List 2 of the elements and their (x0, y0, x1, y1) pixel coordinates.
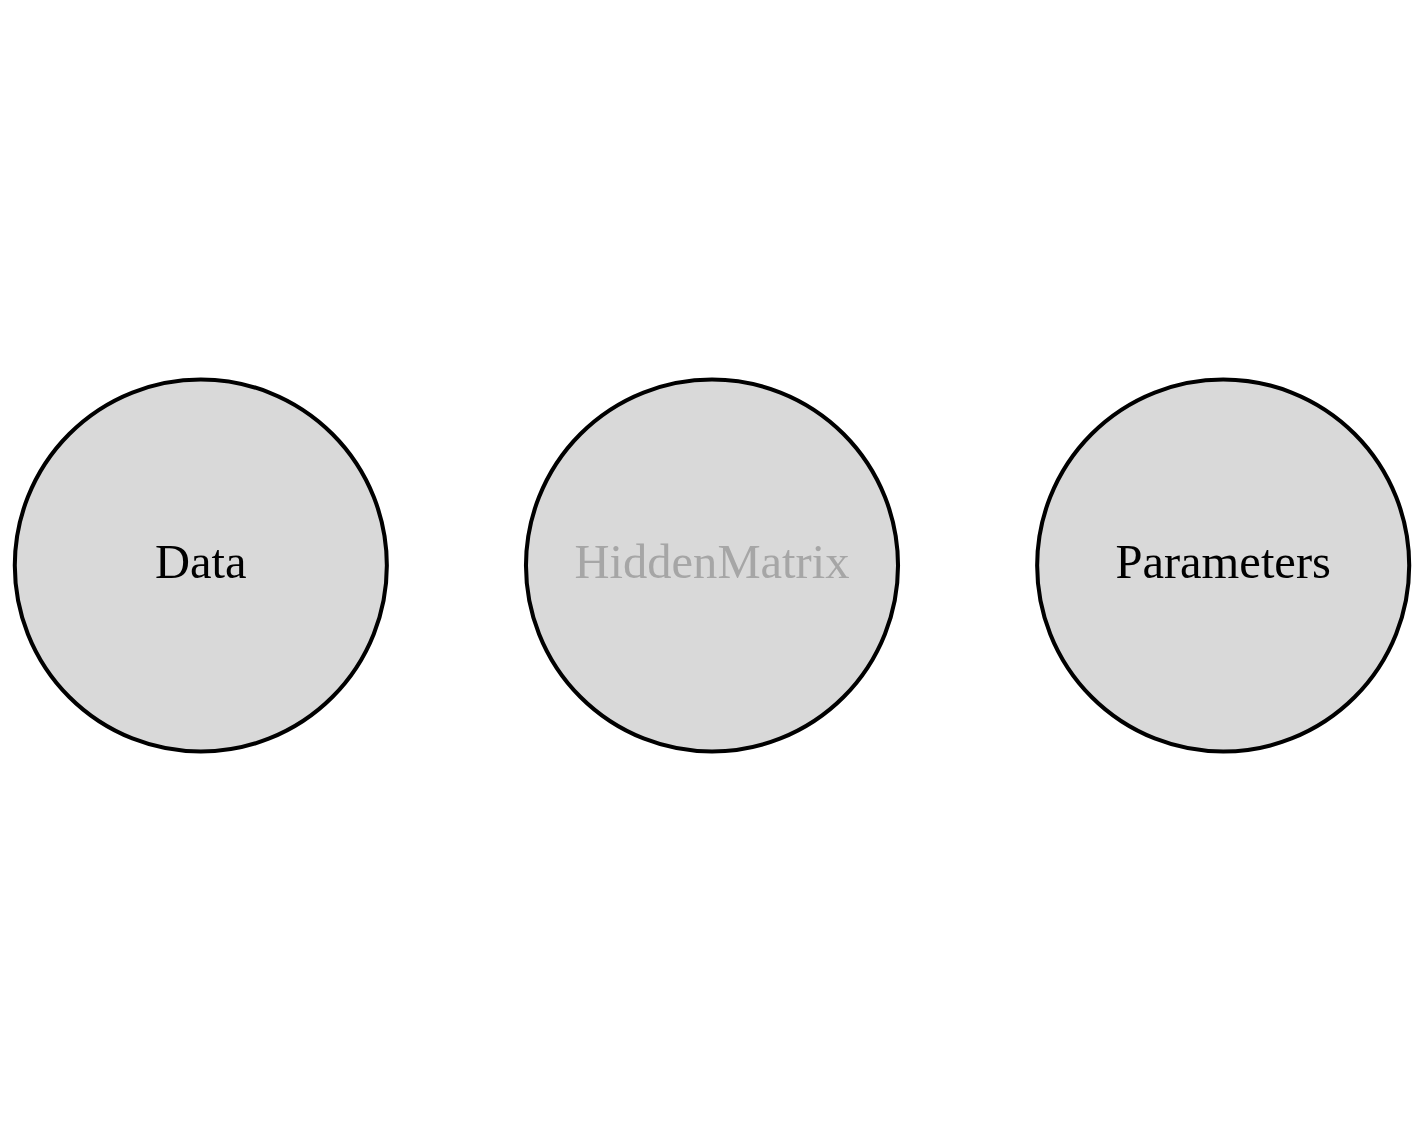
node-circle: Data (12, 376, 389, 754)
node-circle: Parameters (1035, 376, 1412, 754)
